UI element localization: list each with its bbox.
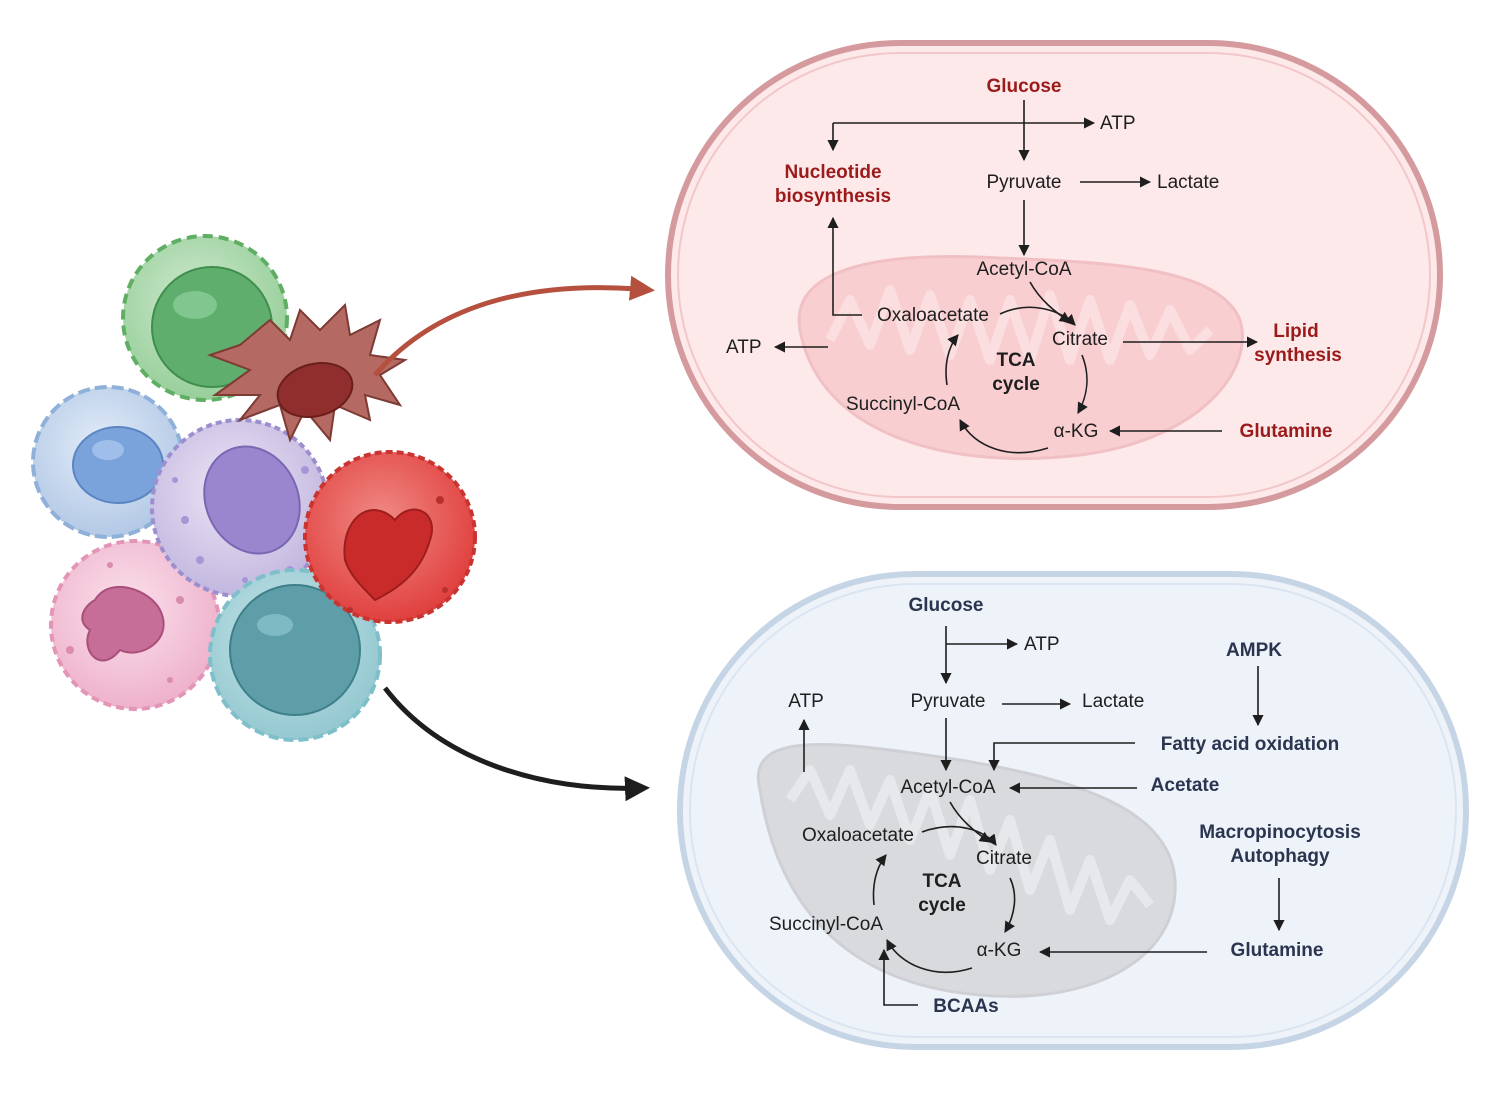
red-curved-arrow [373, 275, 655, 377]
bottom-pyruvate-label: Pyruvate [911, 691, 986, 712]
top-nucleotide-label-2: biosynthesis [775, 186, 891, 207]
top-atp-left-label: ATP [726, 337, 762, 358]
bottom-citrate-label: Citrate [976, 848, 1032, 869]
bottom-acetate-label: Acetate [1151, 775, 1220, 796]
bottom-glucose-label: Glucose [909, 595, 984, 616]
bottom-akg-label: α-KG [977, 940, 1022, 961]
top-cell-panel: Glucose ATP Nucleotide biosynthesis Pyru… [665, 40, 1443, 510]
top-succinyl-coa-label: Succinyl-CoA [846, 394, 960, 415]
top-pyruvate-label: Pyruvate [987, 172, 1062, 193]
immune-cell-cluster [31, 234, 477, 742]
top-lipid-label-2: synthesis [1254, 345, 1342, 366]
bottom-macro-label-1: Macropinocytosis [1199, 822, 1361, 843]
bottom-cell-panel: Glucose ATP AMPK ATP Pyruvate Lactate Fa… [677, 571, 1469, 1050]
top-lactate-label: Lactate [1157, 172, 1219, 193]
bottom-glutamine-label: Glutamine [1231, 940, 1324, 961]
top-oxaloacetate-label: Oxaloacetate [877, 305, 989, 326]
top-atp-glucose-label: ATP [1100, 113, 1136, 134]
top-citrate-label: Citrate [1052, 329, 1108, 350]
top-nucleotide-label-1: Nucleotide [784, 162, 881, 183]
top-glutamine-label: Glutamine [1240, 421, 1333, 442]
bottom-tca-label-1: TCA [922, 871, 961, 892]
bottom-atp-left-label: ATP [788, 691, 824, 712]
bottom-macro-label-2: Autophagy [1230, 846, 1330, 867]
top-tca-label-2: cycle [992, 374, 1040, 395]
top-akg-label: α-KG [1054, 421, 1099, 442]
bottom-bcaas-label: BCAAs [933, 996, 998, 1017]
top-pathway-arrows [773, 100, 1259, 454]
top-lipid-label-1: Lipid [1273, 321, 1318, 342]
top-acetyl-coa-label: Acetyl-CoA [976, 259, 1071, 280]
bottom-acetyl-coa-label: Acetyl-CoA [900, 777, 995, 798]
bottom-ampk-label: AMPK [1226, 640, 1282, 661]
mitochondrion-icon [797, 255, 1244, 461]
red-cell-icon [303, 450, 477, 624]
bottom-pathway-arrows [798, 626, 1285, 1006]
bottom-succinyl-coa-label: Succinyl-CoA [769, 914, 883, 935]
blue-cell-icon [31, 385, 185, 539]
bottom-fatty-acid-label: Fatty acid oxidation [1161, 734, 1339, 755]
mitochondrion-icon [756, 743, 1177, 998]
bottom-atp-glucose-label: ATP [1024, 634, 1060, 655]
bottom-tca-label-2: cycle [918, 895, 966, 916]
bottom-lactate-label: Lactate [1082, 691, 1144, 712]
top-tca-label-1: TCA [996, 350, 1035, 371]
dendritic-cell-icon [207, 302, 408, 443]
teal-cell-icon [208, 568, 382, 742]
top-glucose-label: Glucose [987, 76, 1062, 97]
black-curved-arrow [383, 686, 650, 802]
bottom-oxaloacetate-label: Oxaloacetate [802, 825, 914, 846]
